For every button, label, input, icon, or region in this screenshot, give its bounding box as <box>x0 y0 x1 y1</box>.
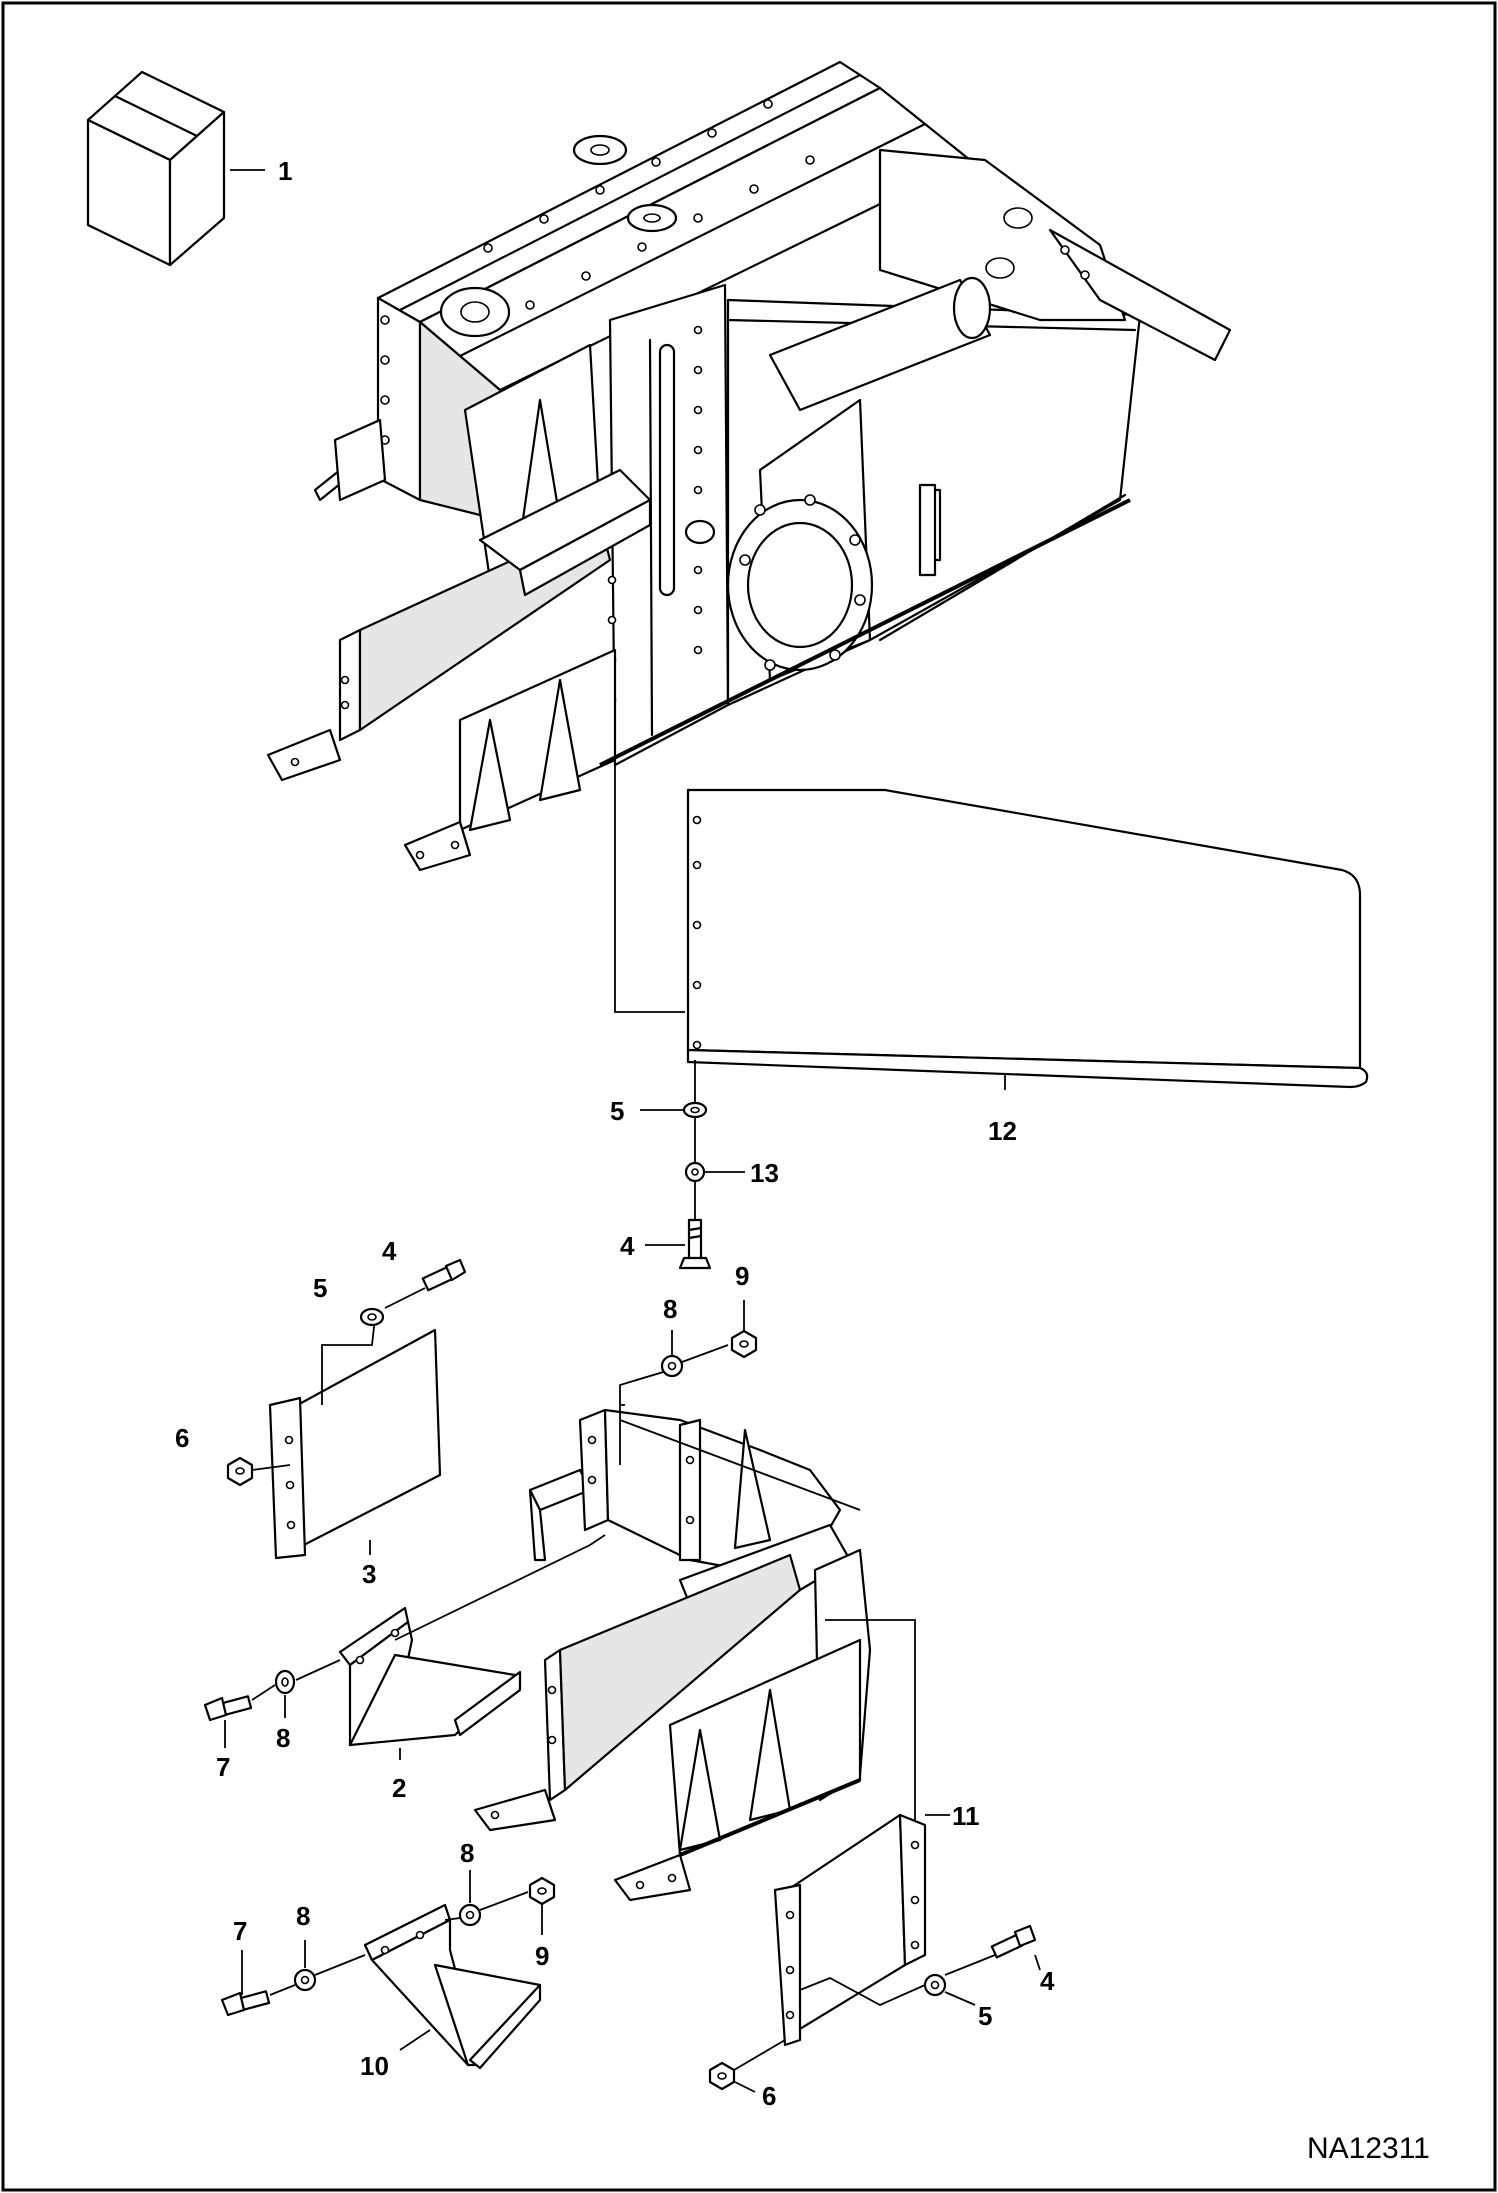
washer-5a-icon <box>359 1307 385 1327</box>
callout-3: 3 <box>362 1559 376 1589</box>
plate-11 <box>773 1813 927 2047</box>
rail-holes <box>483 99 815 310</box>
bolt-4-icon <box>678 1218 712 1270</box>
callout-4c: 4 <box>1040 1966 1055 1996</box>
nut-6a-icon <box>226 1456 254 1487</box>
callout-7a: 7 <box>216 1752 230 1782</box>
bolt-7a-icon <box>203 1695 253 1722</box>
callout-8a: 8 <box>276 1723 290 1753</box>
nut-9b-icon <box>528 1876 556 1906</box>
callout-9b: 9 <box>535 1941 549 1971</box>
bolt-4a-icon <box>421 1258 467 1292</box>
callout-8d: 8 <box>460 1838 474 1868</box>
nut-6b-icon <box>708 2061 736 2091</box>
callout-6b: 6 <box>762 2081 776 2111</box>
callout-10: 10 <box>360 2051 389 2081</box>
callout-5b: 5 <box>610 1096 624 1126</box>
callout-4a: 4 <box>382 1236 397 1266</box>
bolt-7b-icon <box>220 1990 271 2017</box>
lower-frame-assembly <box>473 1408 872 1902</box>
washer-8a-icon <box>274 1669 296 1695</box>
washer-8b-icon <box>660 1354 684 1378</box>
bolt-4c-icon <box>990 1924 1037 1959</box>
callout-12: 12 <box>988 1116 1017 1146</box>
lock-washer-13-icon <box>684 1161 706 1183</box>
callout-11: 11 <box>952 1801 980 1831</box>
callout-13: 13 <box>750 1158 779 1188</box>
kit-box-icon <box>86 70 226 267</box>
callout-5c: 5 <box>978 2001 992 2031</box>
bracket-2 <box>338 1606 522 1747</box>
washer-5c-icon <box>923 1973 947 1997</box>
washer-8d-icon <box>458 1903 482 1927</box>
nut-9a-icon <box>730 1329 758 1359</box>
callout-9a: 9 <box>735 1261 749 1291</box>
washer-5-icon <box>682 1101 708 1119</box>
leader-frame-to-12 <box>614 740 685 1013</box>
main-frame-assembly <box>266 60 1232 872</box>
callout-6a: 6 <box>175 1423 189 1453</box>
plate-3 <box>268 1328 442 1560</box>
side-shield-12 <box>686 788 1369 1089</box>
washer-8c-icon <box>293 1968 317 1992</box>
callout-8b: 8 <box>663 1294 677 1324</box>
callout-8c: 8 <box>296 1901 310 1931</box>
callout-4b: 4 <box>620 1231 635 1261</box>
drawing-code: NA12311 <box>1307 2132 1430 2165</box>
callout-5a: 5 <box>313 1273 327 1303</box>
callout-2: 2 <box>392 1773 406 1803</box>
callout-1: 1 <box>278 156 292 186</box>
callout-7b: 7 <box>233 1916 247 1946</box>
bracket-10 <box>363 1903 542 2070</box>
